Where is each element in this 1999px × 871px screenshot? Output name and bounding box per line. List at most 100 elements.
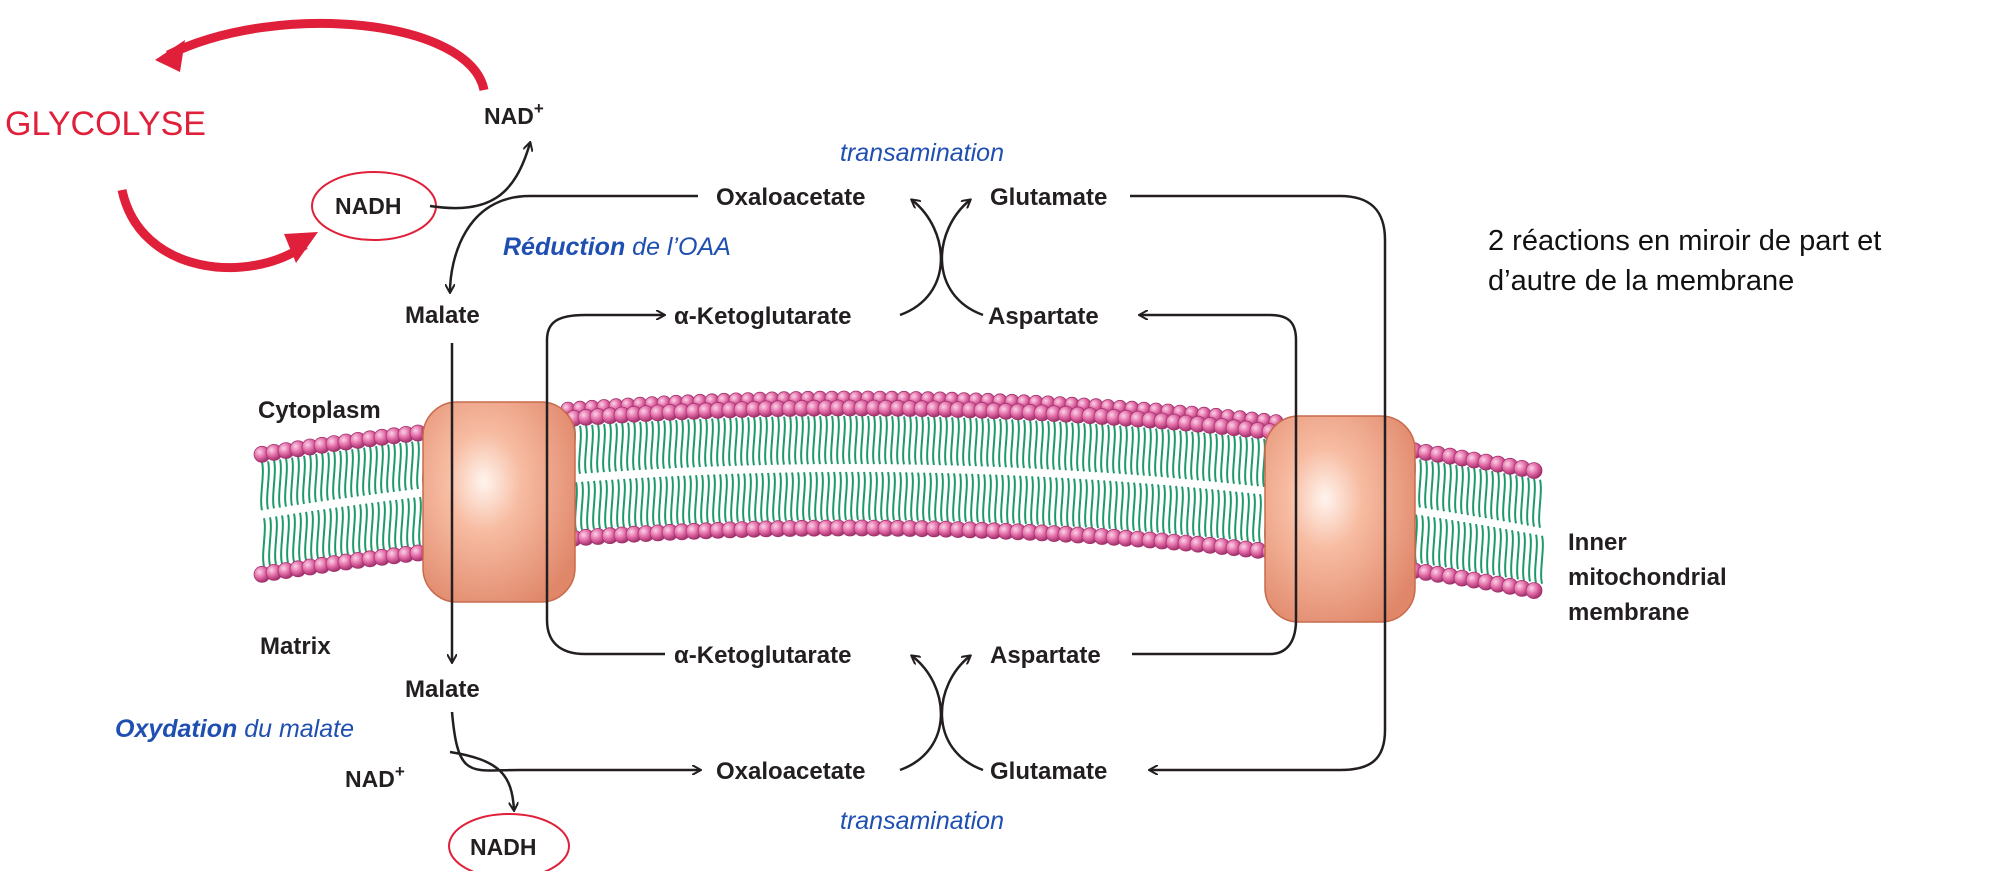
inner-mitochondrial-membrane — [253, 390, 1544, 599]
lipid-tail — [352, 504, 356, 554]
lipid-tail — [980, 418, 984, 467]
lipid-tail — [920, 416, 924, 465]
lipid-tail — [1466, 466, 1470, 516]
lipid-tail — [1222, 490, 1226, 539]
aspartate-bottom-label: Aspartate — [990, 642, 1101, 669]
mirror-note-line-1: 2 réactions en miroir de part et — [1488, 225, 1881, 257]
lipid-tail — [790, 472, 794, 521]
nadh-bottom-label: NADH — [470, 834, 536, 860]
lipid-tail — [1246, 492, 1250, 542]
glutamate-top-label: Glutamate — [990, 184, 1107, 211]
lipid-tail — [1126, 481, 1130, 531]
lipid-tail — [982, 474, 986, 523]
lipid-tail — [1250, 437, 1254, 486]
lipid-tail — [716, 418, 720, 467]
lipid-tail — [592, 480, 596, 530]
lipid-tail — [404, 442, 408, 491]
lipid-tail — [388, 500, 392, 549]
glycolyse-top-arrow — [166, 18, 489, 92]
lipid-tail — [1030, 476, 1034, 525]
lipid-tail — [968, 417, 972, 467]
malate-akg-transporter — [422, 401, 576, 603]
lipid-tail — [986, 418, 990, 467]
lipid-tail — [260, 462, 264, 511]
lipid-tail — [976, 473, 980, 523]
lipid-tail — [1448, 463, 1452, 513]
lipid-tail — [1118, 425, 1122, 474]
lipid-tail — [1016, 419, 1020, 469]
lipid-tail — [1096, 479, 1100, 529]
lipid-tail — [1108, 480, 1112, 530]
lipid-tail — [670, 476, 674, 525]
lipid-tail — [820, 471, 824, 521]
lipid-tail — [800, 416, 804, 465]
lipid-tail — [862, 471, 866, 521]
lipid-tail — [656, 420, 660, 470]
lipid-tail — [1492, 526, 1496, 576]
lipid-tail — [1484, 469, 1488, 519]
lipid-tail — [316, 509, 320, 559]
lipid-tail — [1012, 475, 1016, 524]
lipid-tail — [616, 479, 620, 528]
lipid-tail — [914, 416, 918, 465]
lipid-tail — [746, 417, 750, 466]
lipid-tail — [1430, 461, 1434, 510]
lipid-tail — [584, 425, 588, 474]
lipid-tail — [658, 476, 662, 526]
lipid-tail — [1048, 477, 1052, 526]
lipid-tail — [578, 425, 582, 474]
lipid-tail — [608, 423, 612, 472]
lipid-tail — [1522, 532, 1526, 581]
aspartate-glutamate-transporter — [1264, 415, 1416, 623]
lipid-tail — [854, 415, 858, 465]
lipid-tail — [1172, 429, 1176, 479]
lipid-tail — [794, 416, 798, 465]
lipid-tail — [1450, 519, 1454, 569]
lipid-tail — [814, 471, 818, 521]
lipid-tail — [740, 417, 744, 466]
lipid-tail — [314, 453, 318, 503]
lipid-tail — [748, 473, 752, 522]
lipid-tail — [290, 457, 294, 506]
lipid-tail — [286, 514, 290, 563]
lipid-tail — [784, 472, 788, 521]
lipid-tail — [1240, 492, 1244, 541]
lipid-tail — [268, 517, 272, 566]
lipid-tail — [668, 420, 672, 469]
lipid-tail — [1120, 481, 1124, 530]
lipid-tail — [886, 471, 890, 521]
lipid-tail — [1196, 431, 1200, 481]
lipid-tail — [1132, 482, 1136, 531]
lipid-head — [1525, 462, 1543, 480]
lipid-tail — [332, 451, 336, 500]
lipid-tail — [824, 415, 828, 465]
lipid-tail — [278, 459, 282, 508]
lipid-tail — [1100, 424, 1104, 473]
lipid-tail — [1052, 421, 1056, 470]
lipid-tail — [916, 472, 920, 521]
lipid-tail — [752, 416, 756, 466]
lipid-tail — [1136, 426, 1140, 476]
lipid-tail — [1462, 521, 1466, 571]
lipid-tail — [1082, 423, 1086, 472]
lipid-tail — [956, 417, 960, 466]
lipid-tail — [640, 477, 644, 527]
lipid-tail — [1220, 434, 1224, 483]
lipid-tail — [628, 478, 632, 527]
lipid-tail — [772, 472, 776, 522]
aspartate-top-label: Aspartate — [988, 303, 1099, 330]
lipid-tail — [680, 419, 684, 469]
lipid-tail — [1060, 477, 1064, 527]
lipid-tail — [970, 473, 974, 523]
lipid-tail — [298, 512, 302, 562]
lipid-tail — [728, 417, 732, 467]
lipid-tail — [614, 423, 618, 472]
matrix-label: Matrix — [260, 633, 331, 660]
lipid-tail — [1186, 486, 1190, 536]
lipid-tail — [1238, 436, 1242, 485]
lipid-tail — [686, 419, 690, 468]
lipid-tail — [890, 415, 894, 465]
lipid-tail — [1504, 529, 1508, 578]
lipid-tail — [1150, 483, 1154, 533]
lipid-tail — [766, 472, 770, 522]
